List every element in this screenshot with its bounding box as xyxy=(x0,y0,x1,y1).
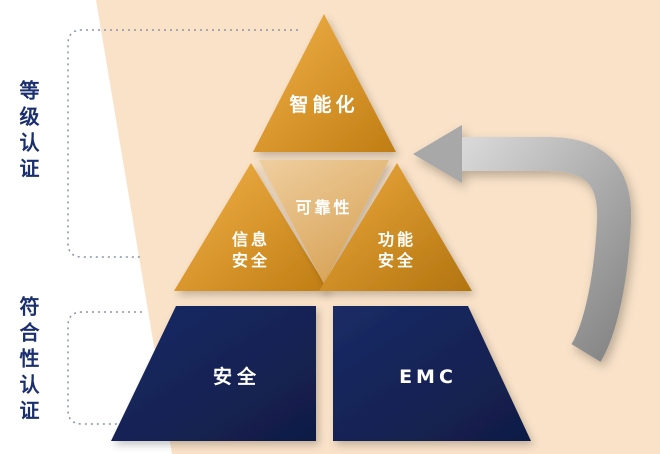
middle-left-label-line2: 安全 xyxy=(232,251,270,270)
middle-right-label-line1: 功能 xyxy=(378,230,416,249)
middle-right-triangle-shape xyxy=(319,163,472,291)
bottom-right-trapezoid-shape xyxy=(333,306,531,441)
middle-center-triangle-shape xyxy=(259,160,389,284)
level-certification-label: 等级认证 xyxy=(16,80,40,184)
pyramid-middle-right-triangle: 功能 安全 xyxy=(319,163,472,291)
top-triangle-label: 智能化 xyxy=(289,93,358,116)
pyramid-middle-center-triangle: 可靠性 xyxy=(259,160,389,284)
middle-left-label-line1: 信息 xyxy=(232,230,270,249)
middle-right-label-line2: 安全 xyxy=(378,251,416,270)
curved-arrow xyxy=(413,125,632,362)
middle-center-label: 可靠性 xyxy=(295,198,352,217)
curved-arrow-band xyxy=(458,137,632,362)
bottom-left-label: 安全 xyxy=(213,365,261,388)
bottom-left-trapezoid-shape xyxy=(111,306,316,441)
compliance-certification-label: 符合性认证 xyxy=(16,296,40,426)
top-triangle-shape xyxy=(253,14,396,152)
curved-arrow-head-icon xyxy=(413,125,462,183)
pyramid-middle-left-triangle: 信息 安全 xyxy=(174,163,329,291)
middle-left-triangle-shape xyxy=(174,163,329,291)
pyramid-bottom-right-trapezoid: EMC xyxy=(333,306,531,441)
pyramid-top-triangle: 智能化 xyxy=(253,14,396,152)
pyramid-bottom-left-trapezoid: 安全 xyxy=(111,306,316,441)
bottom-right-label: EMC xyxy=(399,366,457,388)
